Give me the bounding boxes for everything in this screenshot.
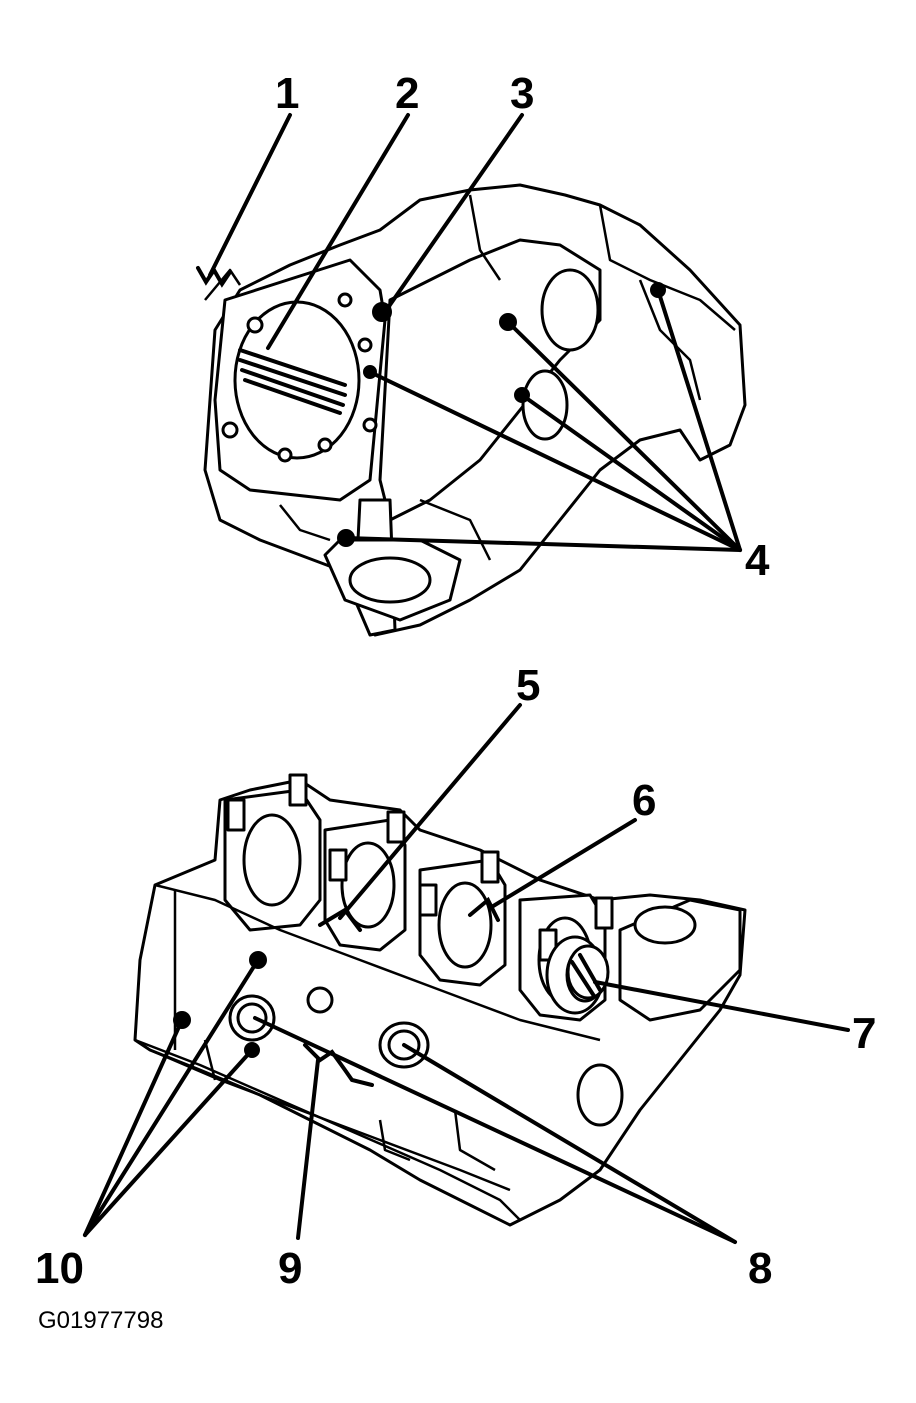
callout-9: 9 <box>278 1244 302 1293</box>
callout-2: 2 <box>395 69 419 118</box>
lower-leader-lines <box>83 703 850 1244</box>
lower-block-view <box>133 773 747 1227</box>
callout-labels: 1 2 3 4 5 6 7 8 9 10 <box>35 69 876 1293</box>
callout-5: 5 <box>516 661 540 710</box>
cylinder-liner <box>238 348 347 415</box>
upper-leader-lines <box>208 113 742 552</box>
callout-8: 8 <box>748 1244 772 1293</box>
callout-10: 10 <box>35 1244 84 1293</box>
callout-7: 7 <box>852 1009 876 1058</box>
figure-id: G01977798 <box>38 1307 163 1334</box>
callout-1: 1 <box>275 69 299 118</box>
callout-6: 6 <box>632 776 656 825</box>
callout-3: 3 <box>510 69 534 118</box>
upper-block-view <box>196 183 747 637</box>
callout-4: 4 <box>745 536 770 585</box>
